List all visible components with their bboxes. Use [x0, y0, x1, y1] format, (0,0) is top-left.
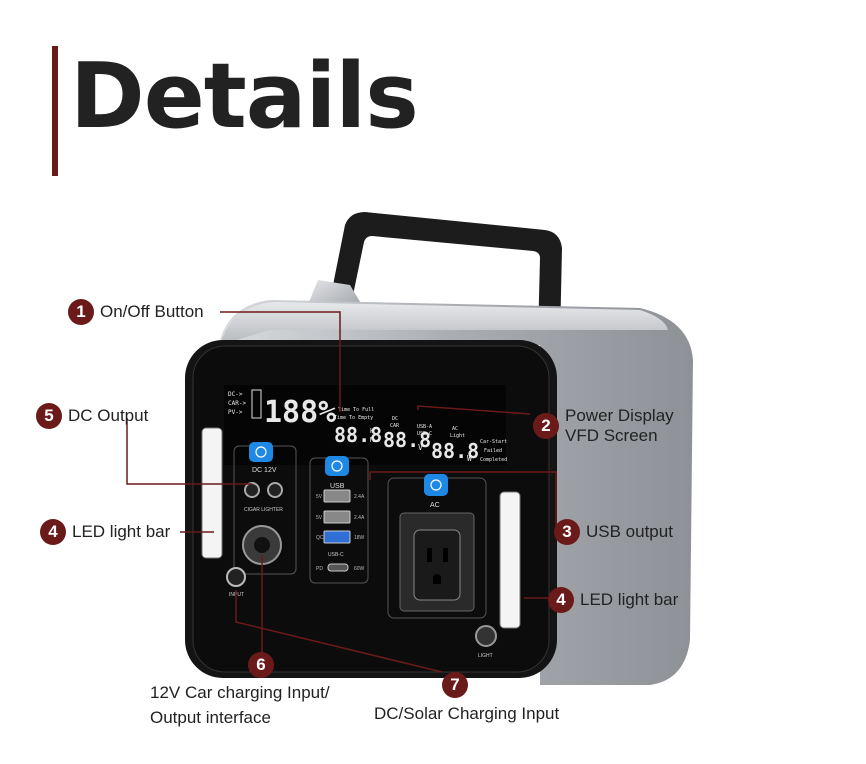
callout-label: LED light bar [72, 522, 171, 542]
display-volt-value: 88.8 [383, 428, 431, 452]
dc-power-button [249, 442, 273, 462]
display-unit-v: V [418, 443, 423, 452]
display-unit-w: W [467, 454, 472, 463]
display-time-value: 88.8 [334, 423, 382, 447]
display-unit-h: H [370, 427, 374, 435]
callout-number: 5 [36, 403, 62, 429]
cigar-label: CIGAR LIGHTER [244, 507, 283, 513]
display-usbc-label: USB-C [417, 431, 432, 437]
callout-label: Power Display VFD Screen [565, 406, 674, 445]
display-unit-m: M [370, 436, 374, 444]
power-icon [430, 479, 442, 491]
callout-number: 3 [554, 519, 580, 545]
display-dc-label: DC [392, 416, 398, 422]
callout-dc-solar-input: DC/Solar Charging Input [374, 704, 560, 723]
callout-number: 1 [68, 299, 94, 325]
callout-led-light-bar-right: 4 LED light bar [548, 587, 678, 613]
display-time-full: Time To Full [338, 407, 374, 413]
display-percent: 188% [264, 395, 336, 430]
display-light-label: Light [450, 433, 465, 439]
display-status-failed: Failed [484, 448, 502, 454]
callout-label: On/Off Button [100, 302, 204, 322]
callout-on-off-button: 1 On/Off Button [68, 299, 204, 325]
display-watt-value: 88.8 [431, 439, 479, 463]
callout-label-line1: Power Display [565, 406, 674, 425]
callout-number: 4 [548, 587, 574, 613]
svg-text:5V: 5V [316, 515, 323, 521]
usb-a-port-1 [323, 489, 351, 503]
svg-text:QC: QC [316, 535, 324, 541]
display-status-carstart: Car-Start [480, 439, 507, 445]
power-icon [255, 446, 267, 458]
display-input-dc: DC-> [228, 391, 243, 398]
svg-text:PD: PD [316, 566, 323, 572]
display-ac-label: AC [452, 426, 458, 432]
callout-label-line1: 12V Car charging Input/ [150, 683, 330, 702]
display-car-label: CAR [390, 423, 400, 429]
callout-label-line2: VFD Screen [565, 425, 658, 445]
svg-text:2.4A: 2.4A [354, 494, 365, 500]
dc-port-1 [244, 482, 260, 498]
callout-label: DC Output [68, 406, 149, 426]
callout-dc-output: 5 DC Output [36, 403, 148, 429]
light-button [475, 625, 497, 647]
svg-text:USB-C: USB-C [328, 552, 344, 558]
display-input-pv: PV-> [228, 409, 243, 416]
display-input-car: CAR-> [228, 400, 246, 407]
svg-text:18W: 18W [354, 535, 365, 541]
led-light-bar-left [201, 427, 223, 559]
display-time-empty: Time To Empty [334, 415, 373, 421]
callout-number-6: 6 [248, 652, 274, 678]
svg-text:2.4A: 2.4A [354, 515, 365, 521]
usb-c-port [327, 563, 349, 572]
battery-icon [251, 389, 262, 419]
callout-label-line2: Output interface [150, 707, 271, 727]
ac-panel: AC [387, 474, 487, 619]
light-button-label: LIGHT [478, 653, 493, 659]
dc-panel: DC 12V CIGAR LIGHTER INPUT [226, 442, 297, 598]
power-icon [331, 460, 343, 472]
title-accent-bar [52, 46, 58, 176]
callout-led-light-bar-left: 4 LED light bar [40, 519, 170, 545]
usb-title: USB [330, 483, 345, 490]
usb-qc-port [323, 530, 351, 544]
dc-port-2 [267, 482, 283, 498]
callout-number: 2 [533, 412, 559, 439]
callout-leader-lines [126, 311, 557, 673]
dc-input-port [226, 567, 246, 587]
callout-usb-output: 3 USB output [554, 519, 673, 545]
usb-power-button [325, 456, 349, 476]
ac-label: AC [430, 502, 440, 509]
page-title: Details [70, 44, 419, 149]
callout-car-charging: 12V Car charging Input/ Output interface [150, 681, 330, 730]
display-usba-label: USB-A [417, 424, 432, 430]
dc-label: DC 12V [252, 467, 277, 474]
callout-number-7: 7 [442, 672, 468, 698]
callout-label: LED light bar [580, 590, 679, 610]
svg-text:60W: 60W [354, 566, 365, 572]
usb-panel: USB 5V 2.4A 5V 2.4A QC 18W USB-C PD 60W [309, 456, 369, 584]
callout-label: USB output [586, 522, 673, 542]
svg-text:5V: 5V [316, 494, 323, 500]
usb-a-port-2 [323, 510, 351, 524]
display-status-completed: Completed [480, 457, 507, 463]
ac-power-button [424, 474, 448, 496]
led-light-bar-right [499, 491, 521, 629]
callout-number: 4 [40, 519, 66, 545]
callout-power-display: 2 Power Display VFD Screen [533, 406, 674, 445]
